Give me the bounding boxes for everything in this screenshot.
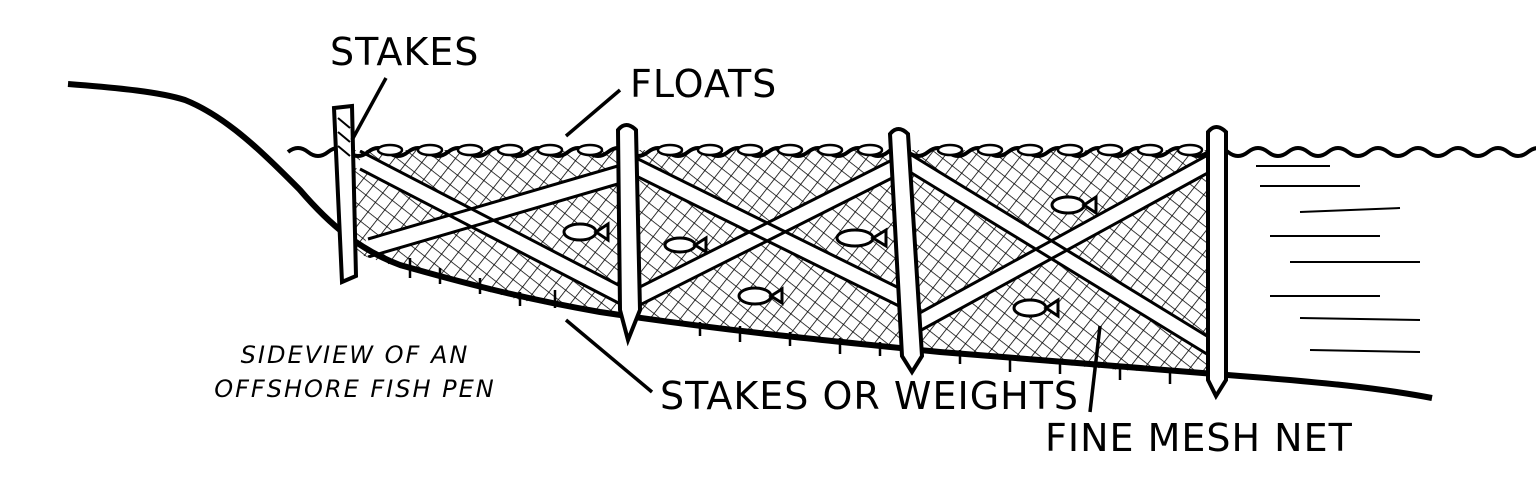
caption-line-2: OFFSHORE FISH PEN <box>214 375 496 403</box>
fish-2 <box>663 235 708 255</box>
stakes <box>331 103 1228 401</box>
stake-shore <box>331 103 359 285</box>
water-texture <box>1256 165 1421 353</box>
label-floats: FLOATS <box>630 62 778 106</box>
label-stakes-or-weights: STAKES OR WEIGHTS <box>660 374 1080 418</box>
leader-stakes <box>350 77 388 141</box>
stake-4 <box>1206 125 1228 401</box>
label-stakes: STAKES <box>330 30 480 74</box>
stake-3 <box>887 127 925 376</box>
diagram-caption: SIDEVIEW OF AN OFFSHORE FISH PEN <box>195 338 515 406</box>
bottom-weights <box>408 258 1172 384</box>
caption-line-1: SIDEVIEW OF AN <box>240 341 470 369</box>
leader-fine-mesh-net <box>1088 325 1102 413</box>
fine-mesh-net-area <box>352 150 1220 374</box>
leader-lines <box>350 77 1102 413</box>
fish-6 <box>1012 297 1060 319</box>
label-fine-mesh-net: FINE MESH NET <box>1045 416 1353 460</box>
fish-group <box>562 194 1098 319</box>
leader-floats <box>564 88 622 138</box>
fish-5 <box>1050 194 1098 216</box>
stake-2 <box>615 123 643 347</box>
leader-stakes-or-weights <box>564 318 654 394</box>
fish-1 <box>562 221 610 243</box>
fish-4 <box>835 227 888 249</box>
fish-3 <box>737 286 784 306</box>
floats-row <box>376 143 1204 157</box>
